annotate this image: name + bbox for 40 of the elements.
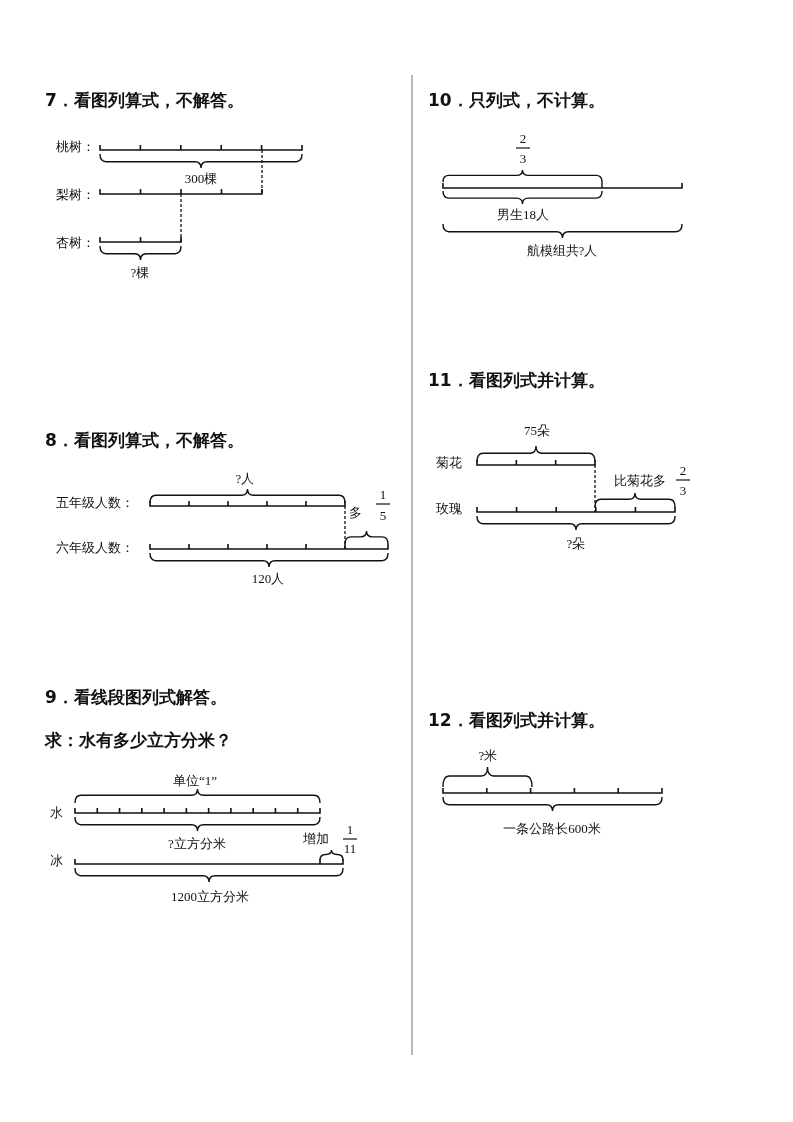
question-heading: 8．看图列算式，不解答。 [45, 431, 244, 449]
diagram-label: 桃树： [56, 139, 95, 153]
diagram-label: 杏树： [56, 235, 95, 249]
diagram-label: 男生18人 [497, 207, 549, 221]
question-heading: 9．看线段图列式解答。 [45, 688, 227, 706]
fraction-denominator: 11 [343, 841, 357, 855]
question-heading: 11．看图列式并计算。 [428, 371, 605, 389]
diagram-label: 冰 [50, 853, 63, 867]
question-heading: 求：水有多少立方分米？ [45, 731, 232, 749]
diagram-label: 玫瑰 [436, 501, 462, 515]
fraction-numerator: 1 [379, 487, 387, 501]
diagram-label: 菊花 [436, 455, 462, 469]
fraction-numerator: 2 [519, 131, 527, 145]
diagram-label: 1200立方分米 [171, 889, 249, 903]
diagram-label: 300棵 [184, 171, 218, 185]
diagram-label: ?米 [478, 748, 498, 762]
diagram-label: 五年级人数： [56, 495, 134, 509]
diagram-label: ?人 [235, 471, 255, 485]
fraction-numerator: 2 [679, 463, 687, 477]
diagram-label: ?朵 [566, 536, 586, 550]
diagram-label: 一条公路长600米 [503, 821, 601, 835]
diagram-label: 增加 [303, 831, 329, 845]
diagram-label: 120人 [251, 571, 285, 585]
diagram-label: 多 [348, 505, 362, 519]
diagram-label: ?棵 [130, 265, 150, 279]
fraction-numerator: 1 [346, 822, 354, 836]
fraction-denominator: 3 [519, 151, 527, 165]
question-heading: 7．看图列算式，不解答。 [45, 91, 244, 109]
diagram-label: 单位“1” [173, 773, 217, 787]
diagram-label: 水 [50, 805, 63, 819]
diagram-label: 75朵 [524, 423, 550, 437]
diagram-label: 六年级人数： [56, 540, 134, 554]
question-heading: 12．看图列式并计算。 [428, 711, 605, 729]
diagram-label: ?立方分米 [168, 836, 226, 850]
fraction-denominator: 3 [679, 483, 687, 497]
fraction-denominator: 5 [379, 508, 387, 522]
diagram-label: 比菊花多 [614, 473, 666, 487]
diagram-label: 航模组共?人 [526, 243, 598, 257]
question-heading: 10．只列式，不计算。 [428, 91, 605, 109]
diagram-label: 梨树： [56, 187, 95, 201]
